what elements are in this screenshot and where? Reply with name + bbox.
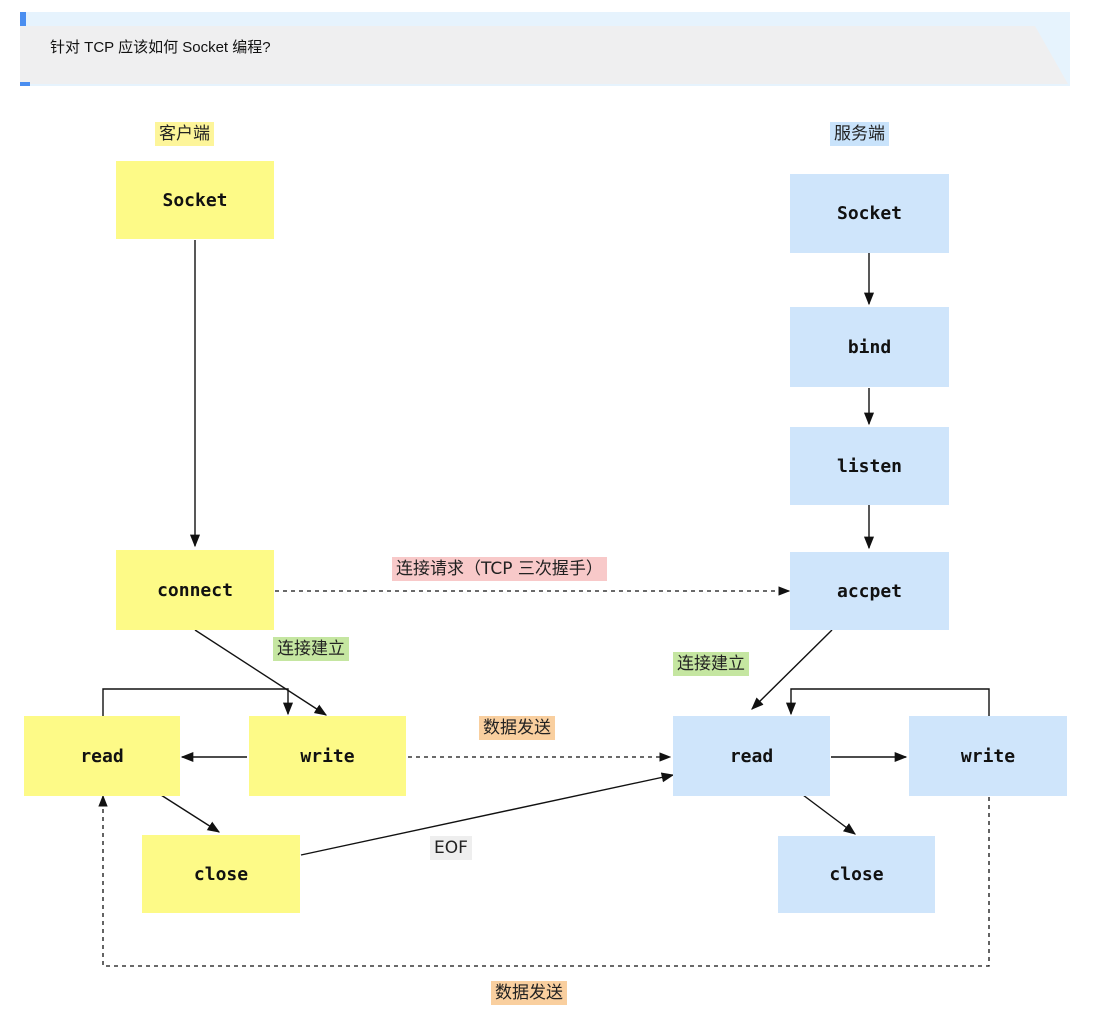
server-read-node: read xyxy=(673,716,830,796)
arrow-client-loop xyxy=(102,688,294,716)
server-close-node: close xyxy=(778,836,935,913)
client-established-label: 连接建立 xyxy=(273,637,349,661)
client-connect-node: connect xyxy=(116,550,274,630)
data-send-label-1: 数据发送 xyxy=(479,716,555,740)
banner-accent xyxy=(20,12,26,26)
eof-label: EOF xyxy=(430,836,472,860)
server-accept-node: accpet xyxy=(790,552,949,630)
server-listen-node: listen xyxy=(790,427,949,505)
arrow-server-read-close xyxy=(802,794,857,835)
arrow-data-send-2 xyxy=(98,794,990,967)
server-established-label: 连接建立 xyxy=(673,652,749,676)
page-title: 针对 TCP 应该如何 Socket 编程? xyxy=(50,39,271,56)
arrow-client-read-close xyxy=(160,794,221,833)
arrow-connect-write xyxy=(194,629,328,716)
title-banner-panel xyxy=(20,26,1068,84)
server-write-node: write xyxy=(909,716,1067,796)
server-label: 服务端 xyxy=(830,122,889,146)
banner-accent-bottom xyxy=(20,82,30,86)
client-close-node: close xyxy=(142,835,300,913)
client-read-node: read xyxy=(24,716,180,796)
server-bind-node: bind xyxy=(790,307,949,387)
server-socket-node: Socket xyxy=(790,174,949,253)
client-socket-node: Socket xyxy=(116,161,274,239)
title-banner xyxy=(20,12,1070,86)
data-send-label-2: 数据发送 xyxy=(491,981,567,1005)
arrow-eof xyxy=(300,772,675,856)
connect-request-label: 连接请求（TCP 三次握手） xyxy=(392,557,607,581)
arrow-server-loop xyxy=(785,688,990,716)
client-label: 客户端 xyxy=(155,122,214,146)
client-write-node: write xyxy=(249,716,406,796)
arrow-accept-read xyxy=(751,629,833,710)
